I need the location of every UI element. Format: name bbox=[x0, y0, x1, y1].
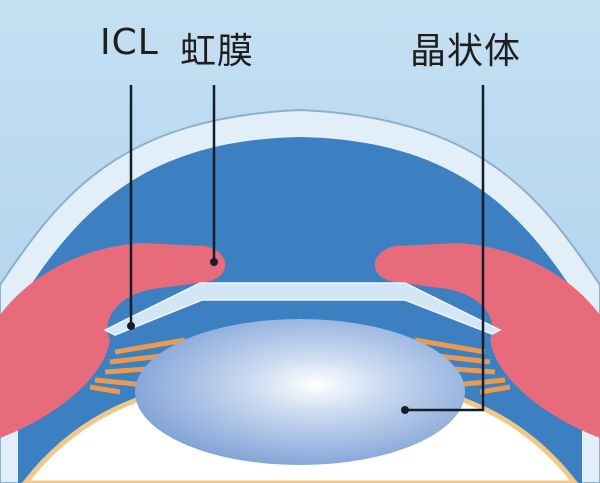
iris-left bbox=[0, 243, 226, 438]
iris-right bbox=[374, 243, 600, 438]
icl-label: ICL bbox=[100, 22, 159, 63]
icl-pointer-dot bbox=[127, 322, 135, 330]
leader-lines bbox=[129, 85, 485, 412]
iris-pointer-dot bbox=[210, 258, 218, 266]
icl-lens bbox=[103, 282, 502, 336]
lens-pointer-dot bbox=[401, 406, 409, 414]
crystalline-lens bbox=[135, 319, 465, 465]
lens-label: 晶状体 bbox=[410, 31, 522, 72]
iris-label: 虹膜 bbox=[180, 31, 255, 72]
